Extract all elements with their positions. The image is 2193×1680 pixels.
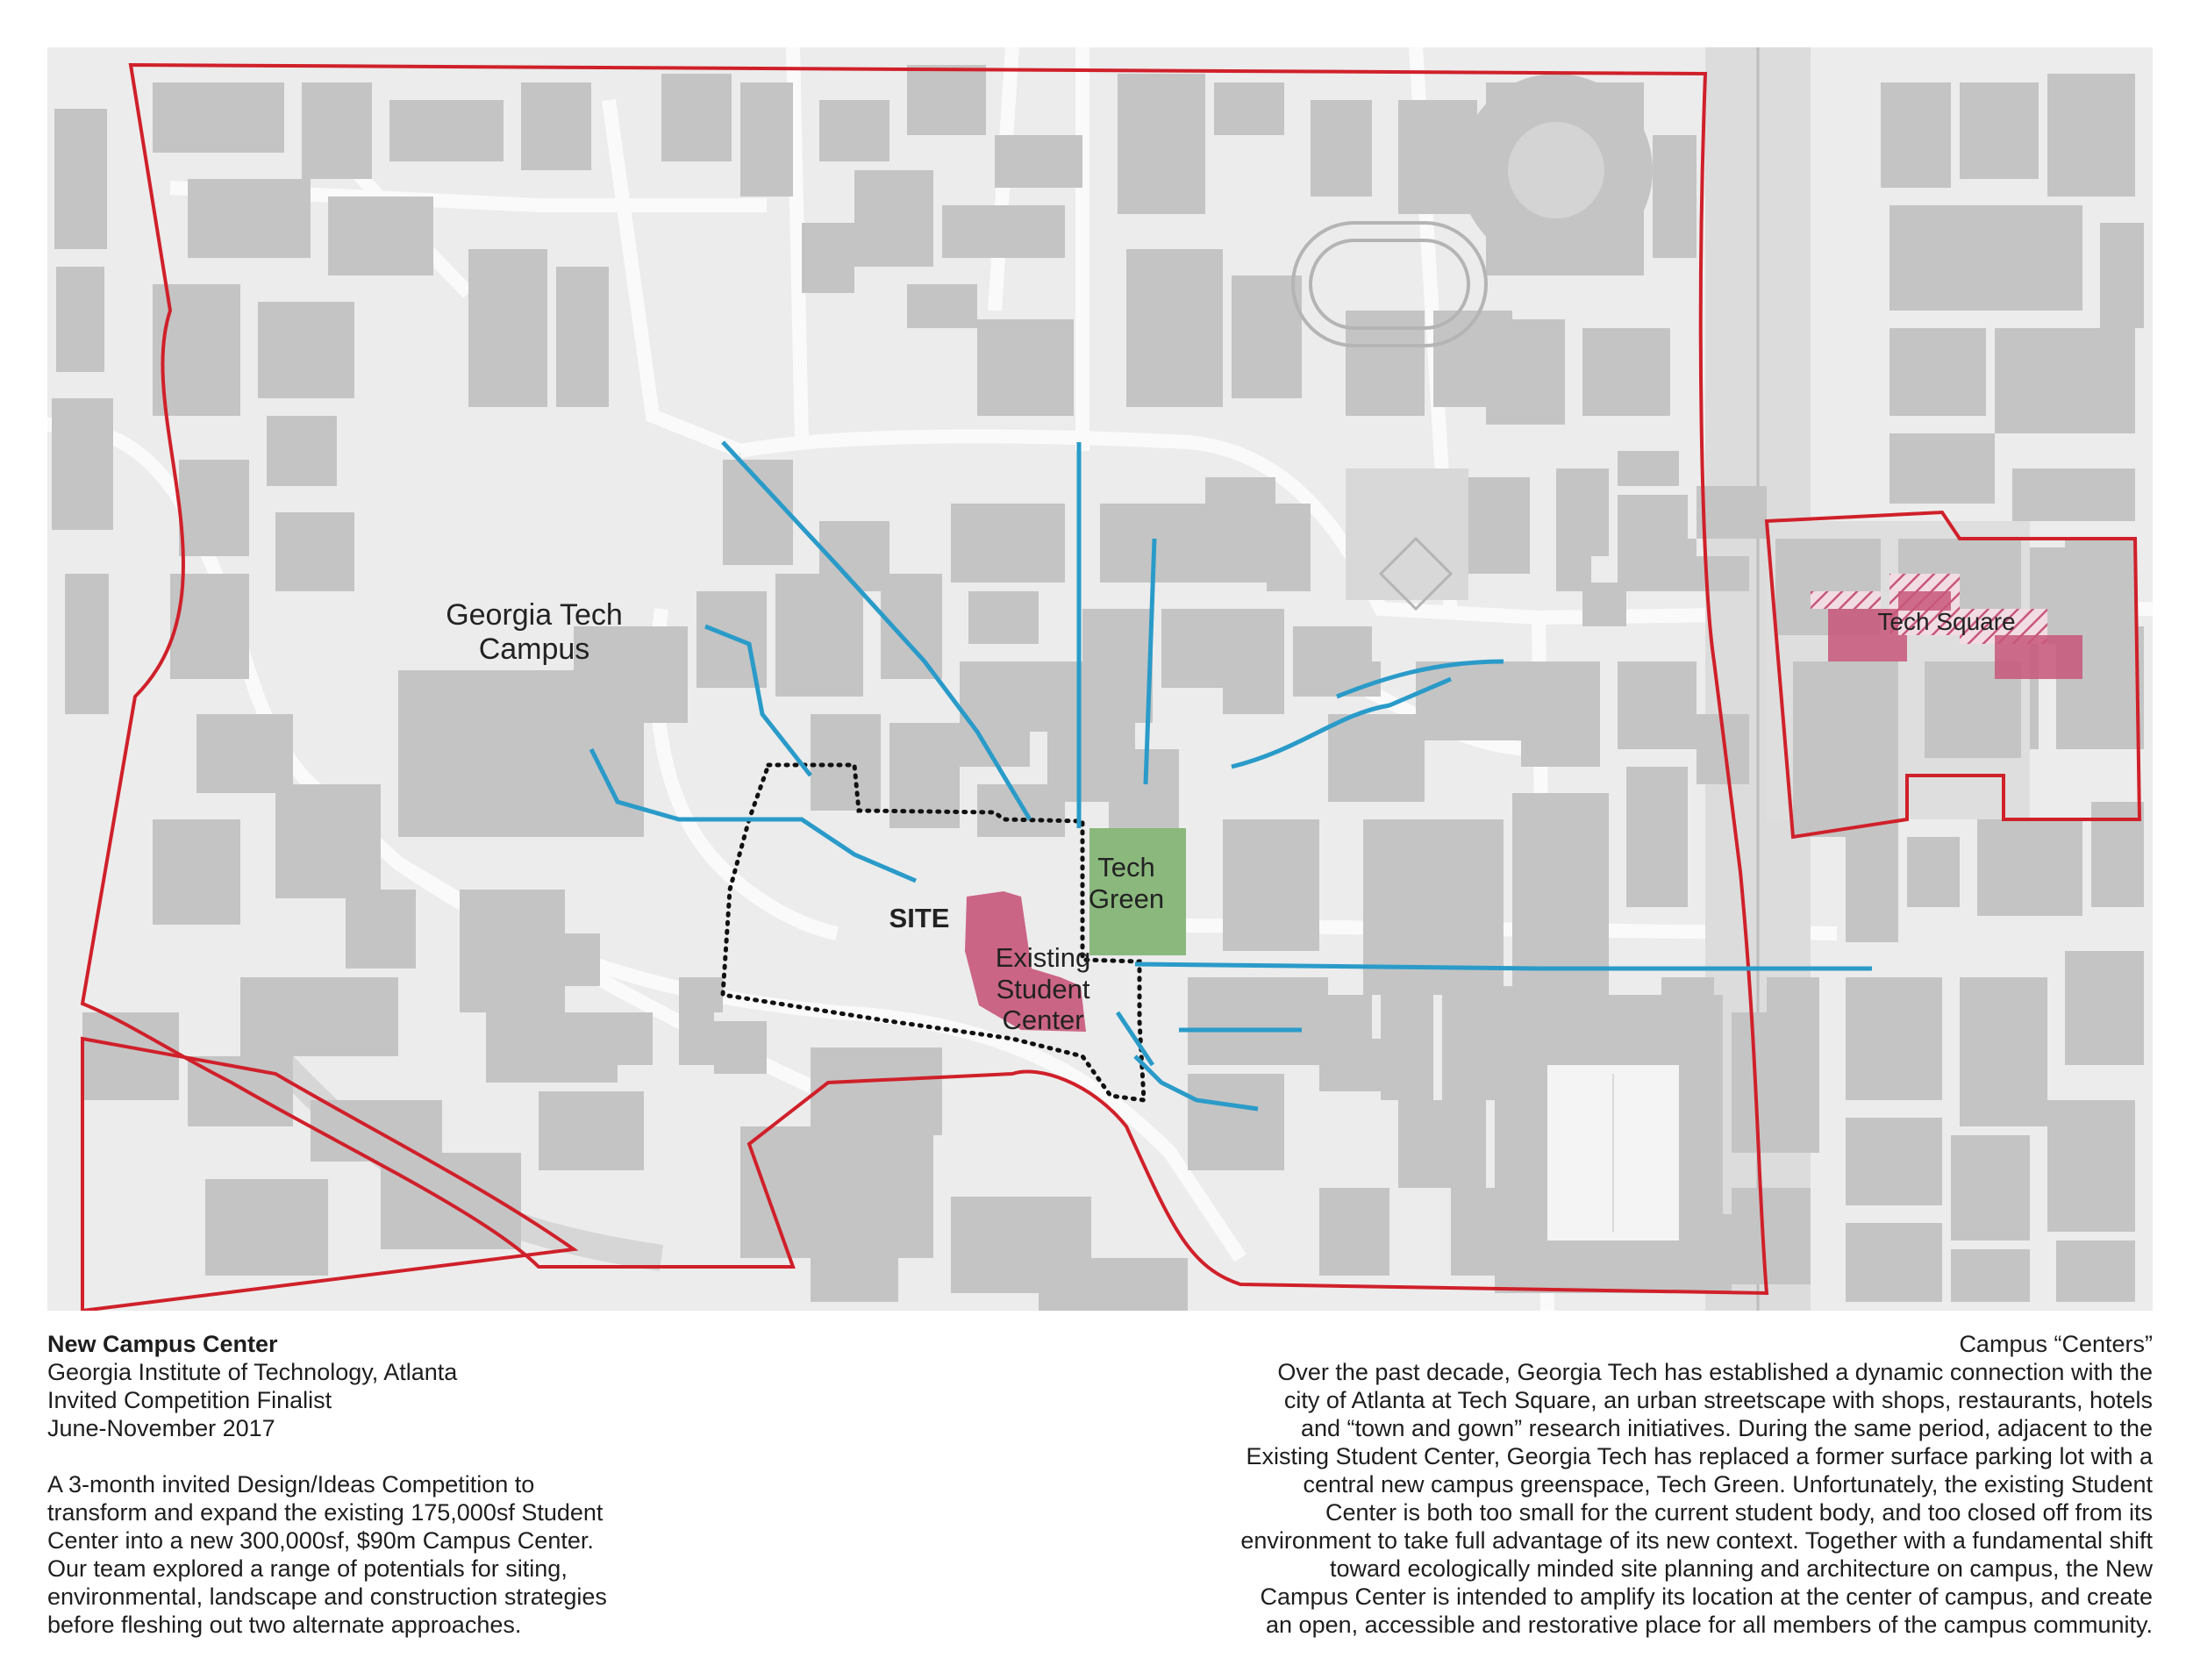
ballfield xyxy=(1346,468,1468,611)
campus-centers-text: Campus “Centers” Over the past decade, G… xyxy=(1240,1330,2153,1639)
project-status: Invited Competition Finalist xyxy=(47,1387,332,1413)
running-track xyxy=(1291,221,1488,347)
campus-boundary xyxy=(80,62,2142,1311)
project-info: New Campus Center Georgia Institute of T… xyxy=(47,1330,661,1639)
map-drawing xyxy=(47,47,2153,1311)
tech-green-label: Tech Green xyxy=(1088,852,1165,914)
project-dates: June-November 2017 xyxy=(47,1415,275,1441)
tech-square-label: Tech Square xyxy=(1877,608,2016,635)
site-label: SITE xyxy=(889,903,950,933)
campus-centers-paragraph: Over the past decade, Georgia Tech has e… xyxy=(1240,1359,2153,1638)
arena xyxy=(1460,74,1653,267)
project-institution: Georgia Institute of Technology, Atlanta xyxy=(47,1359,458,1385)
stadium xyxy=(1504,995,1723,1293)
tech-green-lawn xyxy=(1089,828,1186,955)
campus-centers-heading: Campus “Centers” xyxy=(1959,1331,2153,1357)
campus-label: Georgia Tech Campus xyxy=(446,598,623,667)
project-title: New Campus Center xyxy=(47,1331,278,1357)
campus-map: Georgia Tech Campus SITE Existing Studen… xyxy=(47,47,2153,1311)
tech-square-block xyxy=(1767,521,2135,837)
pedestrian-paths xyxy=(589,440,1872,1112)
existing-student-center-label: Existing Student Center xyxy=(995,942,1091,1036)
existing-student-center-footprint xyxy=(965,891,1086,1032)
project-description: A 3-month invited Design/Ideas Competiti… xyxy=(47,1471,607,1638)
